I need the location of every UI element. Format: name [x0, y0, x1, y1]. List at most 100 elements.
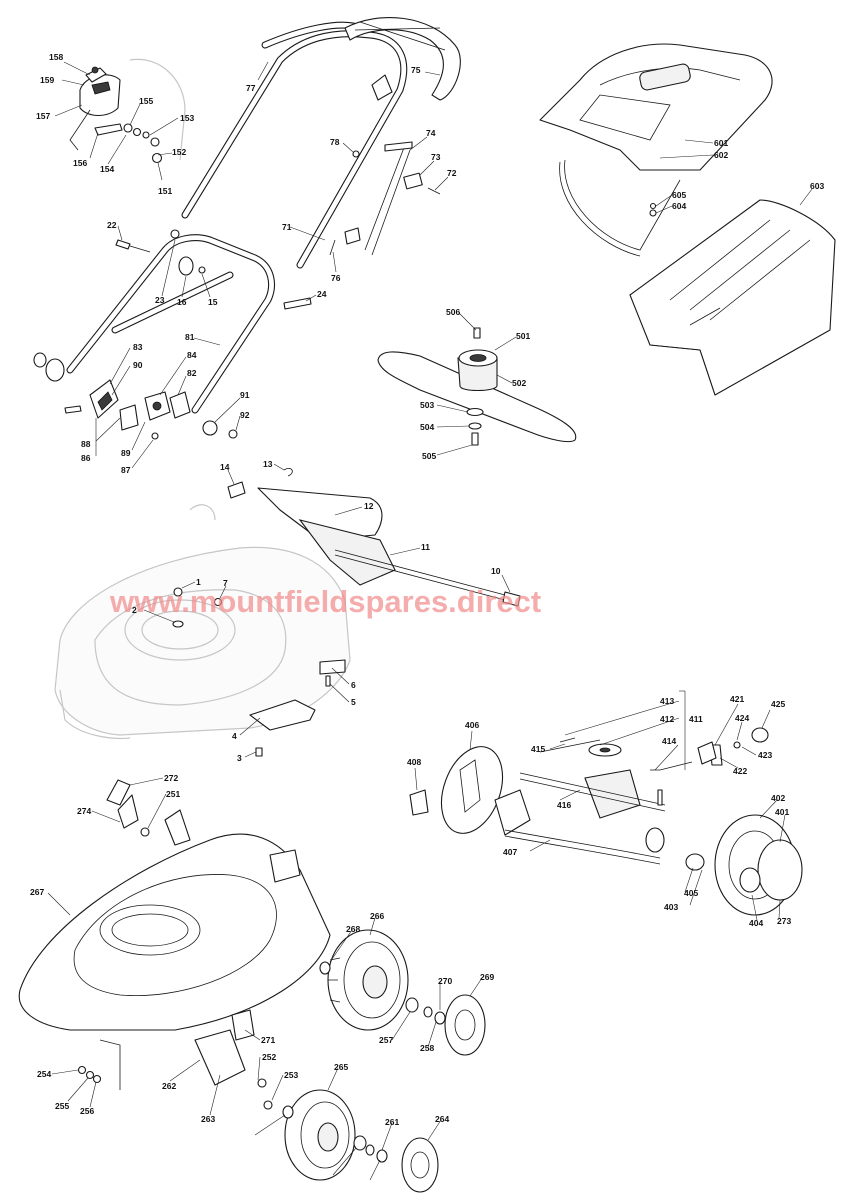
deck-outline-ghost [54, 504, 351, 740]
callout-label: 423 [758, 750, 772, 760]
callout-label: 78 [330, 137, 340, 147]
callout-label: 4 [232, 731, 237, 741]
cutter-deck [18, 779, 331, 1110]
callout-label: 258 [420, 1043, 434, 1053]
callout-label: 422 [733, 766, 747, 776]
callout-label: 266 [370, 911, 384, 921]
callout-label: 425 [771, 699, 785, 709]
callout-label: 16 [177, 297, 187, 307]
callout-label: 604 [672, 201, 686, 211]
callout-label: 1 [196, 577, 201, 587]
callout-label: 503 [420, 400, 434, 410]
callout-label: 271 [261, 1035, 275, 1045]
callout-label: 421 [730, 694, 744, 704]
callout-label: 270 [438, 976, 452, 986]
lower-handle [66, 234, 275, 414]
callout-label: 91 [240, 390, 250, 400]
callout-label: 602 [714, 150, 728, 160]
callout-label: 416 [557, 800, 571, 810]
callout-label: 12 [364, 501, 374, 511]
callout-label: 502 [512, 378, 526, 388]
callout-label: 87 [121, 465, 131, 475]
callout-label: 90 [133, 360, 143, 370]
callout-label: 157 [36, 111, 50, 121]
callout-label: 22 [107, 220, 117, 230]
callout-label: 24 [317, 289, 327, 299]
callout-label: 84 [187, 350, 197, 360]
callout-label: 158 [49, 52, 63, 62]
rear-flap [172, 468, 521, 757]
callout-label: 151 [158, 186, 172, 196]
engine-control [69, 66, 163, 164]
callout-labels: 158 159 157 155 153 156 154 152 151 77 7… [30, 52, 824, 1127]
callout-label: 401 [775, 807, 789, 817]
callout-label: 15 [208, 297, 218, 307]
callout-label: 603 [810, 181, 824, 191]
callout-label: 23 [155, 295, 165, 305]
callout-label: 274 [77, 806, 91, 816]
callout-label: 412 [660, 714, 674, 724]
callout-label: 263 [201, 1114, 215, 1124]
callout-label: 601 [714, 138, 728, 148]
callout-label: 408 [407, 757, 421, 767]
rear-wheel [327, 929, 409, 1031]
callout-label: 267 [30, 887, 44, 897]
callout-label: 269 [480, 972, 494, 982]
callout-label: 405 [684, 888, 698, 898]
callout-label: 505 [422, 451, 436, 461]
callout-label: 424 [735, 713, 749, 723]
callout-label: 251 [166, 789, 180, 799]
front-wheel [284, 1089, 356, 1181]
callout-label: 264 [435, 1114, 449, 1124]
callout-label: 252 [262, 1052, 276, 1062]
callout-label: 13 [263, 459, 273, 469]
bail-bar [344, 17, 461, 101]
callout-label: 253 [284, 1070, 298, 1080]
callout-label: 257 [379, 1035, 393, 1045]
callout-label: 254 [37, 1069, 51, 1079]
callout-label: 404 [749, 918, 763, 928]
callout-label: 155 [139, 96, 153, 106]
callout-label: 77 [246, 83, 256, 93]
callout-label: 6 [351, 680, 356, 690]
callout-label: 156 [73, 158, 87, 168]
callout-label: 89 [121, 448, 131, 458]
callout-label: 2 [132, 605, 137, 615]
callout-label: 415 [531, 744, 545, 754]
grass-box [539, 43, 836, 396]
callout-label: 506 [446, 307, 460, 317]
callout-label: 272 [164, 773, 178, 783]
drive-assembly [409, 727, 803, 916]
blade-assembly [377, 327, 577, 446]
upper-handle [181, 21, 408, 269]
callout-label: 501 [516, 331, 530, 341]
callout-label: 7 [223, 578, 228, 588]
callout-label: 402 [771, 793, 785, 803]
callout-label: 72 [447, 168, 457, 178]
callout-label: 255 [55, 1101, 69, 1111]
callout-label: 83 [133, 342, 143, 352]
callout-label: 268 [346, 924, 360, 934]
callout-label: 256 [80, 1106, 94, 1116]
callout-label: 88 [81, 439, 91, 449]
callout-label: 414 [662, 736, 676, 746]
callout-label: 10 [491, 566, 501, 576]
callout-label: 605 [672, 190, 686, 200]
callout-label: 407 [503, 847, 517, 857]
callout-label: 262 [162, 1081, 176, 1091]
callout-label: 86 [81, 453, 91, 463]
callout-label: 3 [237, 753, 242, 763]
callout-label: 411 [689, 714, 703, 724]
callout-label: 74 [426, 128, 436, 138]
callout-label: 159 [40, 75, 54, 85]
callout-label: 5 [351, 697, 356, 707]
leaders [47, 61, 813, 1181]
callout-label: 14 [220, 462, 230, 472]
callout-label: 504 [420, 422, 434, 432]
callout-label: 403 [664, 902, 678, 912]
callout-label: 81 [185, 332, 195, 342]
callout-label: 152 [172, 147, 186, 157]
callout-label: 76 [331, 273, 341, 283]
callout-label: 153 [180, 113, 194, 123]
